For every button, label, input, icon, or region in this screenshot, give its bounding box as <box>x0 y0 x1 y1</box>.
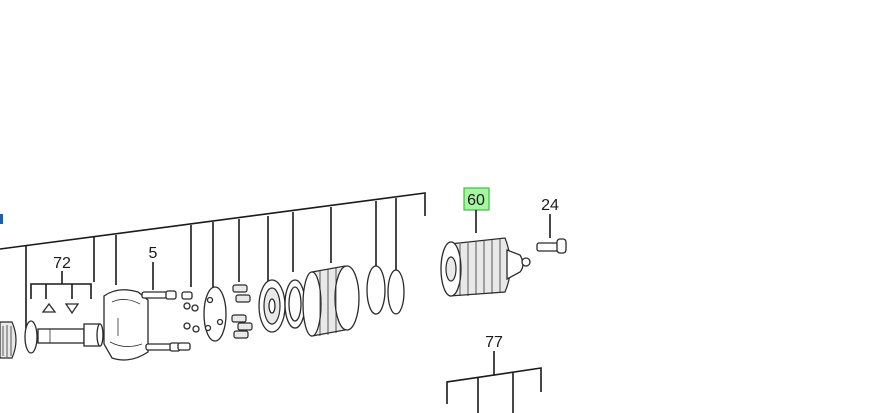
left-edge-fragment <box>0 214 3 224</box>
assembly-bracket <box>0 192 426 330</box>
partial-gear-part <box>0 321 17 359</box>
part-label-72: 72 <box>53 255 71 272</box>
part-77-bracket <box>446 351 542 413</box>
cone-washer-part <box>41 302 57 313</box>
snap-ring-part <box>366 265 386 315</box>
part-label-60: 60 <box>467 192 485 209</box>
cone-washer-part <box>64 303 80 315</box>
gear-carrier-part <box>258 279 286 333</box>
washer-plate-part <box>203 286 227 342</box>
planet-gears-part <box>231 284 253 339</box>
chuck-screw-part <box>536 238 567 254</box>
part-label-24: 24 <box>541 197 559 214</box>
part-label-77: 77 <box>485 334 503 351</box>
gear-housing-part <box>103 289 149 361</box>
ring-gear-part <box>284 279 306 329</box>
spindle-shaft-part <box>24 320 104 354</box>
drill-chuck-part <box>440 237 531 297</box>
gearbox-barrel-part <box>302 265 360 337</box>
screws-part <box>141 290 193 352</box>
snap-ring-part <box>387 269 405 315</box>
part-72-bracket <box>30 271 92 299</box>
ball-bearings-part <box>183 302 200 333</box>
part-label-5: 5 <box>149 245 158 262</box>
